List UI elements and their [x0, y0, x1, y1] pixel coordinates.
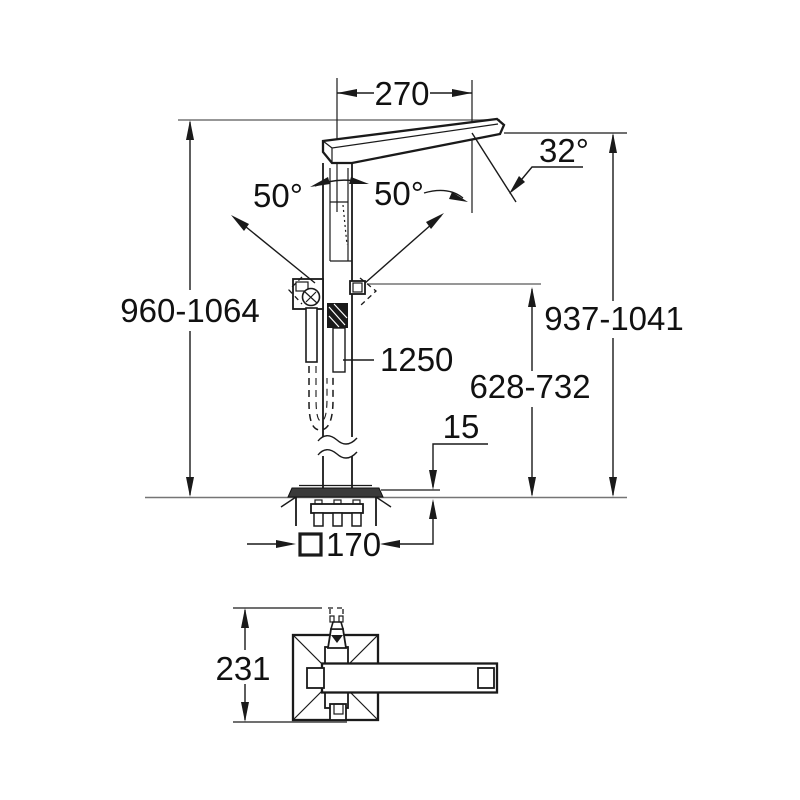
dim-270-label: 270 [374, 75, 429, 112]
angle-50-right-label: 50° [374, 175, 424, 212]
pivot-screw-hatch [304, 291, 318, 304]
mixer-body [231, 78, 517, 527]
handle-position-dashed-left [288, 276, 303, 305]
swing-line-left [231, 215, 316, 284]
reference-lines [145, 119, 627, 499]
dim-15-label: 15 [443, 408, 480, 445]
angle-32-label: 32° [539, 132, 589, 169]
dim-628-732: 628-732 [469, 287, 591, 497]
dim-937-1041: 937-1041 [504, 132, 684, 497]
hose [305, 307, 346, 431]
dim-1250: 1250 [343, 341, 453, 378]
dim-1250-label: 1250 [380, 341, 453, 378]
plan-spout-outlet [477, 667, 495, 689]
water-stream-line [471, 132, 517, 203]
dim-15: 15 [381, 408, 488, 545]
plan-bottom-notch [329, 703, 347, 721]
plan-handle [326, 607, 348, 649]
dim-231: 231 [215, 607, 347, 723]
plan-handle-dashed [328, 607, 346, 615]
swing-line-right [364, 213, 444, 284]
dim-270: 270 [337, 75, 472, 112]
dim-50deg-left: 50° [253, 177, 303, 214]
front-view: 270 32° 50° 50° 960-1064 937-1041 [120, 75, 683, 563]
lever [329, 168, 352, 262]
break-symbol [317, 435, 358, 459]
valve-block [288, 276, 377, 328]
plan-body [291, 607, 499, 722]
dim-231-label: 231 [215, 650, 270, 687]
floor-hatch-ticks [280, 496, 392, 508]
plan-inlet-square [306, 667, 325, 689]
dim-960-1064-label: 960-1064 [120, 292, 259, 329]
dim-628-732-label: 628-732 [469, 368, 590, 405]
dim-170-label: 170 [326, 526, 381, 563]
handle-position-dashed-right [359, 277, 377, 306]
angle-50-left-label: 50° [253, 177, 303, 214]
plan-view: 231 [215, 607, 499, 723]
dim-50deg-right: 50° [374, 175, 468, 212]
dim-960-1064: 960-1064 [120, 120, 260, 497]
square-symbol [298, 532, 323, 557]
dim-170: 170 [247, 526, 400, 563]
dim-32deg: 32° [509, 132, 589, 194]
plan-spout [320, 662, 499, 694]
spout-edge-lines [322, 123, 499, 163]
underfloor-mounting [295, 497, 377, 527]
lever-rotation-arrows [310, 177, 369, 187]
base-plate [287, 484, 384, 498]
dim-937-1041-label: 937-1041 [544, 300, 683, 337]
